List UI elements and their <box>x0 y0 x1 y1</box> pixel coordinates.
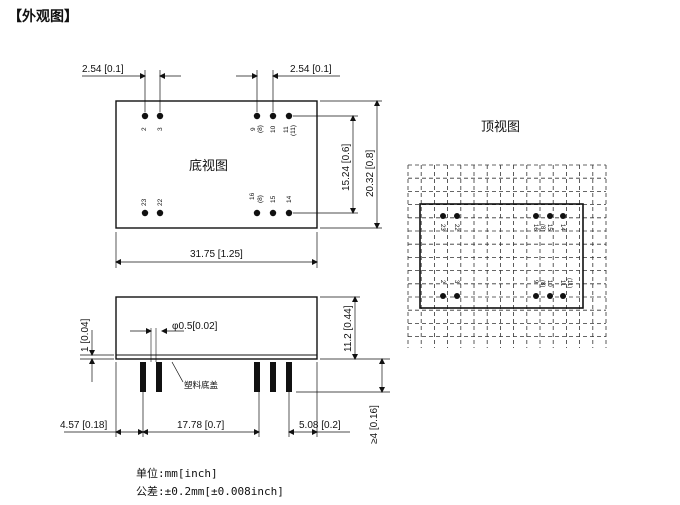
pin-10 <box>269 112 277 120</box>
pin-label-11b: (11) <box>290 125 297 136</box>
label-plastic-base: 塑料底盖 <box>184 380 219 391</box>
top-pin-9 <box>533 293 539 299</box>
top-view: 23 22 16 (8) 15 14 2 3 9 (8) 10 11 (11) <box>407 164 607 348</box>
side-pin-5 <box>286 362 292 392</box>
dim-left-offset: 4.57 [0.18] <box>60 420 107 431</box>
pin-label-23: 23 <box>141 198 148 206</box>
side-pin-4 <box>270 362 276 392</box>
top-pin-label-15: 15 <box>546 224 552 231</box>
dim-right-offset: 5.08 [0.2] <box>299 420 341 431</box>
pin-label-10: 10 <box>270 125 277 133</box>
pin-label-14: 14 <box>286 195 293 203</box>
side-pin-3 <box>254 362 260 392</box>
top-pin-23 <box>440 213 446 219</box>
pin-label-2: 2 <box>141 127 148 131</box>
pin-2 <box>141 112 149 120</box>
top-pin-14 <box>560 213 566 219</box>
side-pin-1 <box>140 362 146 392</box>
top-pin-label-2: 2 <box>439 280 445 284</box>
dim-outer-height: 20.32 [0.8] <box>365 150 376 197</box>
bottom-view-pins <box>141 112 293 217</box>
pin-3 <box>156 112 164 120</box>
top-pin-10 <box>547 293 553 299</box>
dim-pin-length: ≥4 [0.16] <box>369 405 380 444</box>
dim-body-height: 11.2 [0.44] <box>343 305 354 352</box>
pin-22 <box>156 209 164 217</box>
note-tolerance: 公差:±0.2mm[±0.008inch] <box>136 484 284 498</box>
dim-length: 31.75 [1.25] <box>190 249 243 260</box>
pin-16 <box>253 209 261 217</box>
pin-label-16: 16 <box>249 192 256 200</box>
pin-9 <box>253 112 261 120</box>
top-view-title: 顶视图 <box>481 120 520 135</box>
pin-14 <box>285 209 293 217</box>
top-view-grid <box>407 164 607 348</box>
top-view-outline <box>419 203 584 309</box>
top-pin-label-14: 14 <box>559 224 565 231</box>
side-view-body <box>115 296 318 360</box>
top-pin-label-22: 22 <box>453 224 459 231</box>
top-view-pin-labels: 23 22 16 (8) 15 14 2 3 9 (8) 10 11 (11) <box>439 224 572 288</box>
pin-label-16b: (8) <box>257 195 264 203</box>
side-view <box>64 296 390 437</box>
pin-23 <box>141 209 149 217</box>
top-pin-2 <box>440 293 446 299</box>
side-view-pins <box>140 362 292 392</box>
side-pin-2 <box>156 362 162 392</box>
pin-label-15: 15 <box>270 195 277 203</box>
top-pin-3 <box>454 293 460 299</box>
bottom-view-title: 底视图 <box>189 158 228 174</box>
top-view-pins <box>440 213 566 299</box>
dim-pitch-right: 2.54 [0.1] <box>290 64 332 75</box>
dim-base-height: 1 [0.04] <box>80 318 91 352</box>
dim-pin-span: 17.78 [0.7] <box>177 420 224 431</box>
pin-label-3: 3 <box>157 127 164 131</box>
top-pin-label-11: 11 <box>559 280 565 287</box>
bottom-view <box>82 70 382 268</box>
top-pin-label-23: 23 <box>439 224 445 231</box>
top-pin-label-16b: (8) <box>539 224 545 231</box>
pin-label-11: 11 <box>283 126 290 133</box>
top-pin-label-16: 16 <box>532 224 538 231</box>
pin-15 <box>269 209 277 217</box>
pin-label-9b: (8) <box>257 125 264 133</box>
top-pin-label-3: 3 <box>453 280 459 284</box>
top-pin-16 <box>533 213 539 219</box>
top-pin-22 <box>454 213 460 219</box>
section-title: 【外观图】 <box>8 8 78 25</box>
top-pin-label-11b: (11) <box>566 278 572 288</box>
dim-inner-height: 15.24 [0.6] <box>341 144 352 191</box>
top-pin-label-9: 9 <box>532 280 538 284</box>
pin-label-22: 22 <box>157 198 164 206</box>
pin-11 <box>285 112 293 120</box>
bottom-view-outline <box>115 100 318 229</box>
note-unit: 单位:mm[inch] <box>136 466 218 480</box>
pin-label-9: 9 <box>250 127 257 131</box>
top-pin-15 <box>547 213 553 219</box>
top-pin-11 <box>560 293 566 299</box>
top-pin-label-10: 10 <box>546 280 552 287</box>
bottom-view-pin-labels: 2 3 9 (8) 10 11 (11) 23 22 16 (8) 15 14 <box>141 125 297 206</box>
top-pin-label-9b: (8) <box>539 280 545 287</box>
dim-pin-diameter: φ0.5[0.02] <box>172 321 218 332</box>
dim-pitch-left: 2.54 [0.1] <box>82 64 124 75</box>
